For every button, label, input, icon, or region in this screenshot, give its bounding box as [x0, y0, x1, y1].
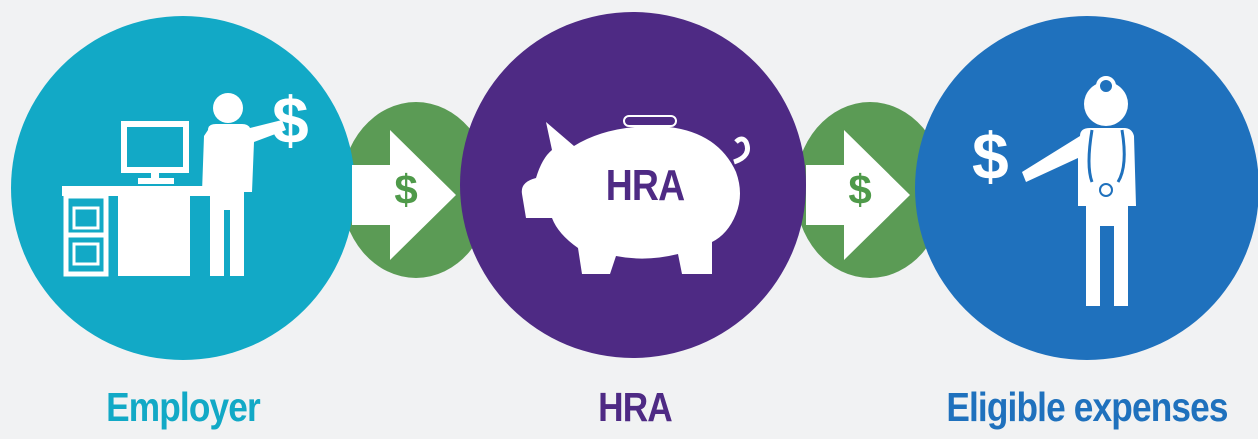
arrow-right-icon: [806, 130, 910, 260]
doctor-icon: [1022, 76, 1136, 306]
eligible-expenses-label: Eligible expenses: [946, 384, 1228, 430]
employer-label: Employer: [106, 384, 261, 430]
arrow-right-icon: [352, 130, 456, 260]
flow-dollar-2: $: [848, 166, 872, 213]
piggy-bank-label: HRA: [605, 161, 685, 210]
doctor-money-symbol: $: [972, 119, 1009, 193]
flow-dollar-1: $: [394, 166, 418, 213]
hra-label: HRA: [598, 384, 673, 430]
employer-money-symbol: $: [272, 83, 309, 157]
employer-at-desk-icon: [62, 93, 286, 277]
piggy-bank-icon: [521, 115, 750, 274]
